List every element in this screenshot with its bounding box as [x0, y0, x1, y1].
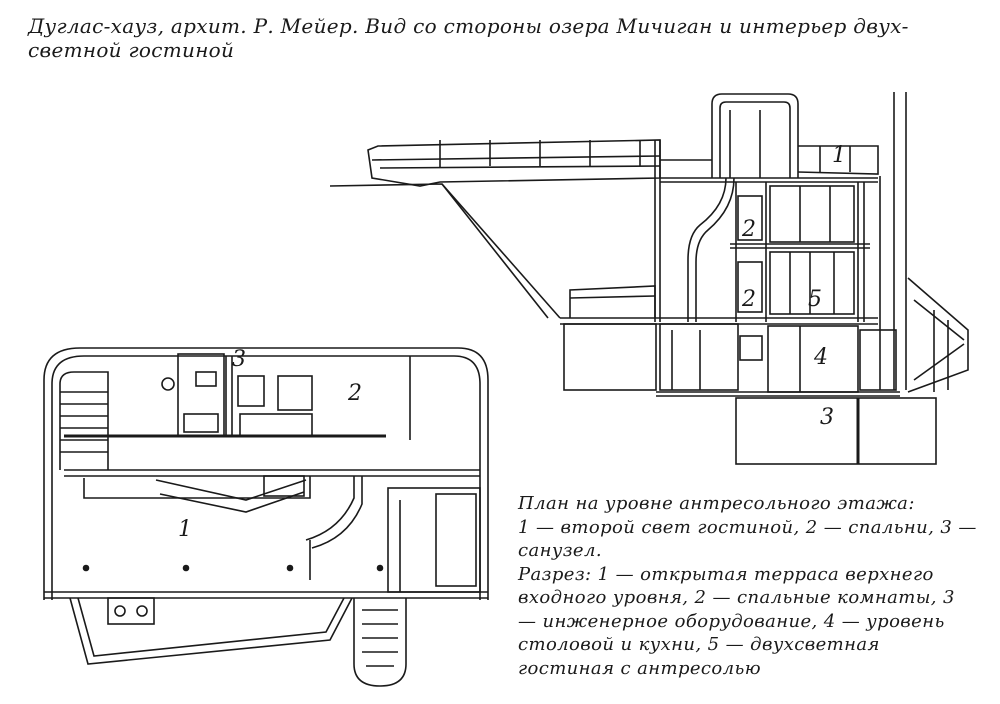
section-label-2-lower: 2 — [741, 287, 756, 312]
plan-label-1: 1 — [178, 517, 192, 542]
figure-caption: Дуглас-хауз, архит. Р. Мейер. Вид со сто… — [28, 14, 909, 62]
plan-label-2: 2 — [347, 381, 362, 406]
section-label-5: 5 — [808, 287, 822, 312]
plan-label-3: 3 — [232, 347, 246, 372]
section-drawing — [329, 92, 969, 465]
legend-plan-heading: План на уровне антресольного этажа: — [518, 493, 915, 514]
legend-section-heading: Разрез: — [518, 563, 592, 585]
section-label-3: 3 — [820, 405, 834, 430]
section-label-1: 1 — [832, 143, 846, 168]
section-label-2-upper: 2 — [741, 217, 756, 242]
section-label-4: 4 — [813, 345, 828, 370]
legend-plan-items: 1 — второй свет гостиной, 2 — спальни, 3… — [518, 516, 977, 562]
legend-section-items: 1 — открытая терраса верхнего входного у… — [518, 563, 955, 679]
plan-drawing — [43, 347, 489, 687]
legend: План на уровне антресольного этажа: 1 — … — [518, 492, 978, 680]
